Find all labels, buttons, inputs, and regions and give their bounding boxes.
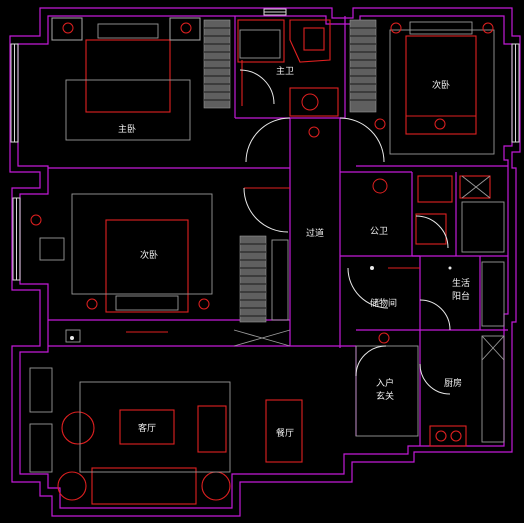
light-fixture xyxy=(198,298,210,310)
armchair-bottom-right xyxy=(201,471,231,501)
light-fixture xyxy=(301,93,319,111)
wardrobe-left-bedroom xyxy=(239,235,267,323)
label-storage: 储物间 xyxy=(370,297,397,309)
light-fixture xyxy=(378,332,390,344)
light-fixture xyxy=(308,126,320,138)
tv-cabinet xyxy=(197,405,227,453)
door-swings xyxy=(239,69,451,395)
label-master-bath: 主卫 xyxy=(276,65,294,77)
label-entrance: 入户玄关 xyxy=(376,377,394,402)
right-bed xyxy=(405,35,477,135)
light-fixture xyxy=(372,178,388,194)
light-fixture xyxy=(482,22,494,34)
bath-tub xyxy=(237,19,285,63)
label-second-bedroom-right: 次卧 xyxy=(432,79,450,91)
label-corridor: 过道 xyxy=(306,227,324,239)
wardrobe-hatch-lines xyxy=(204,27,376,317)
sofa xyxy=(91,467,197,505)
light-fixture xyxy=(180,22,192,34)
fixture-outlines xyxy=(29,21,505,473)
shower-public xyxy=(417,175,453,203)
stove xyxy=(429,425,467,447)
light-fixtures xyxy=(30,22,494,344)
light-fixture xyxy=(86,298,98,310)
label-public-bath: 公卫 xyxy=(370,226,388,237)
misc-marks xyxy=(70,266,452,340)
master-bed xyxy=(85,39,171,113)
light-fixture xyxy=(434,118,446,130)
wardrobe-right-bedroom xyxy=(349,19,377,113)
light-fixture xyxy=(374,118,386,130)
label-master-bedroom: 主卧 xyxy=(118,123,136,135)
label-kitchen: 厨房 xyxy=(444,377,462,389)
windows xyxy=(10,8,520,281)
armchair-left xyxy=(61,411,95,445)
left-bed xyxy=(105,219,189,313)
inner-wall-line xyxy=(17,15,513,509)
wardrobe-master xyxy=(203,19,231,109)
outer-wall-line xyxy=(9,7,521,517)
label-living-room: 客厅 xyxy=(138,422,156,434)
coffee-table xyxy=(119,409,175,445)
toilet-master xyxy=(303,27,325,51)
furniture xyxy=(51,17,491,505)
light-fixture xyxy=(30,214,42,226)
label-service-balcony: 生活阳台 xyxy=(452,277,470,302)
light-fixture xyxy=(390,22,402,34)
armchair-bottom-left xyxy=(57,471,87,501)
light-fixture xyxy=(62,22,74,34)
label-dining-room: 餐厅 xyxy=(276,427,294,439)
label-second-bedroom-left: 次卧 xyxy=(140,249,158,261)
room-labels: 主卧 主卫 次卧 次卧 过道 公卫 储物间 生活阳台 入户玄关 厨房 客厅 餐厅 xyxy=(118,65,470,439)
dining-table xyxy=(265,399,303,463)
